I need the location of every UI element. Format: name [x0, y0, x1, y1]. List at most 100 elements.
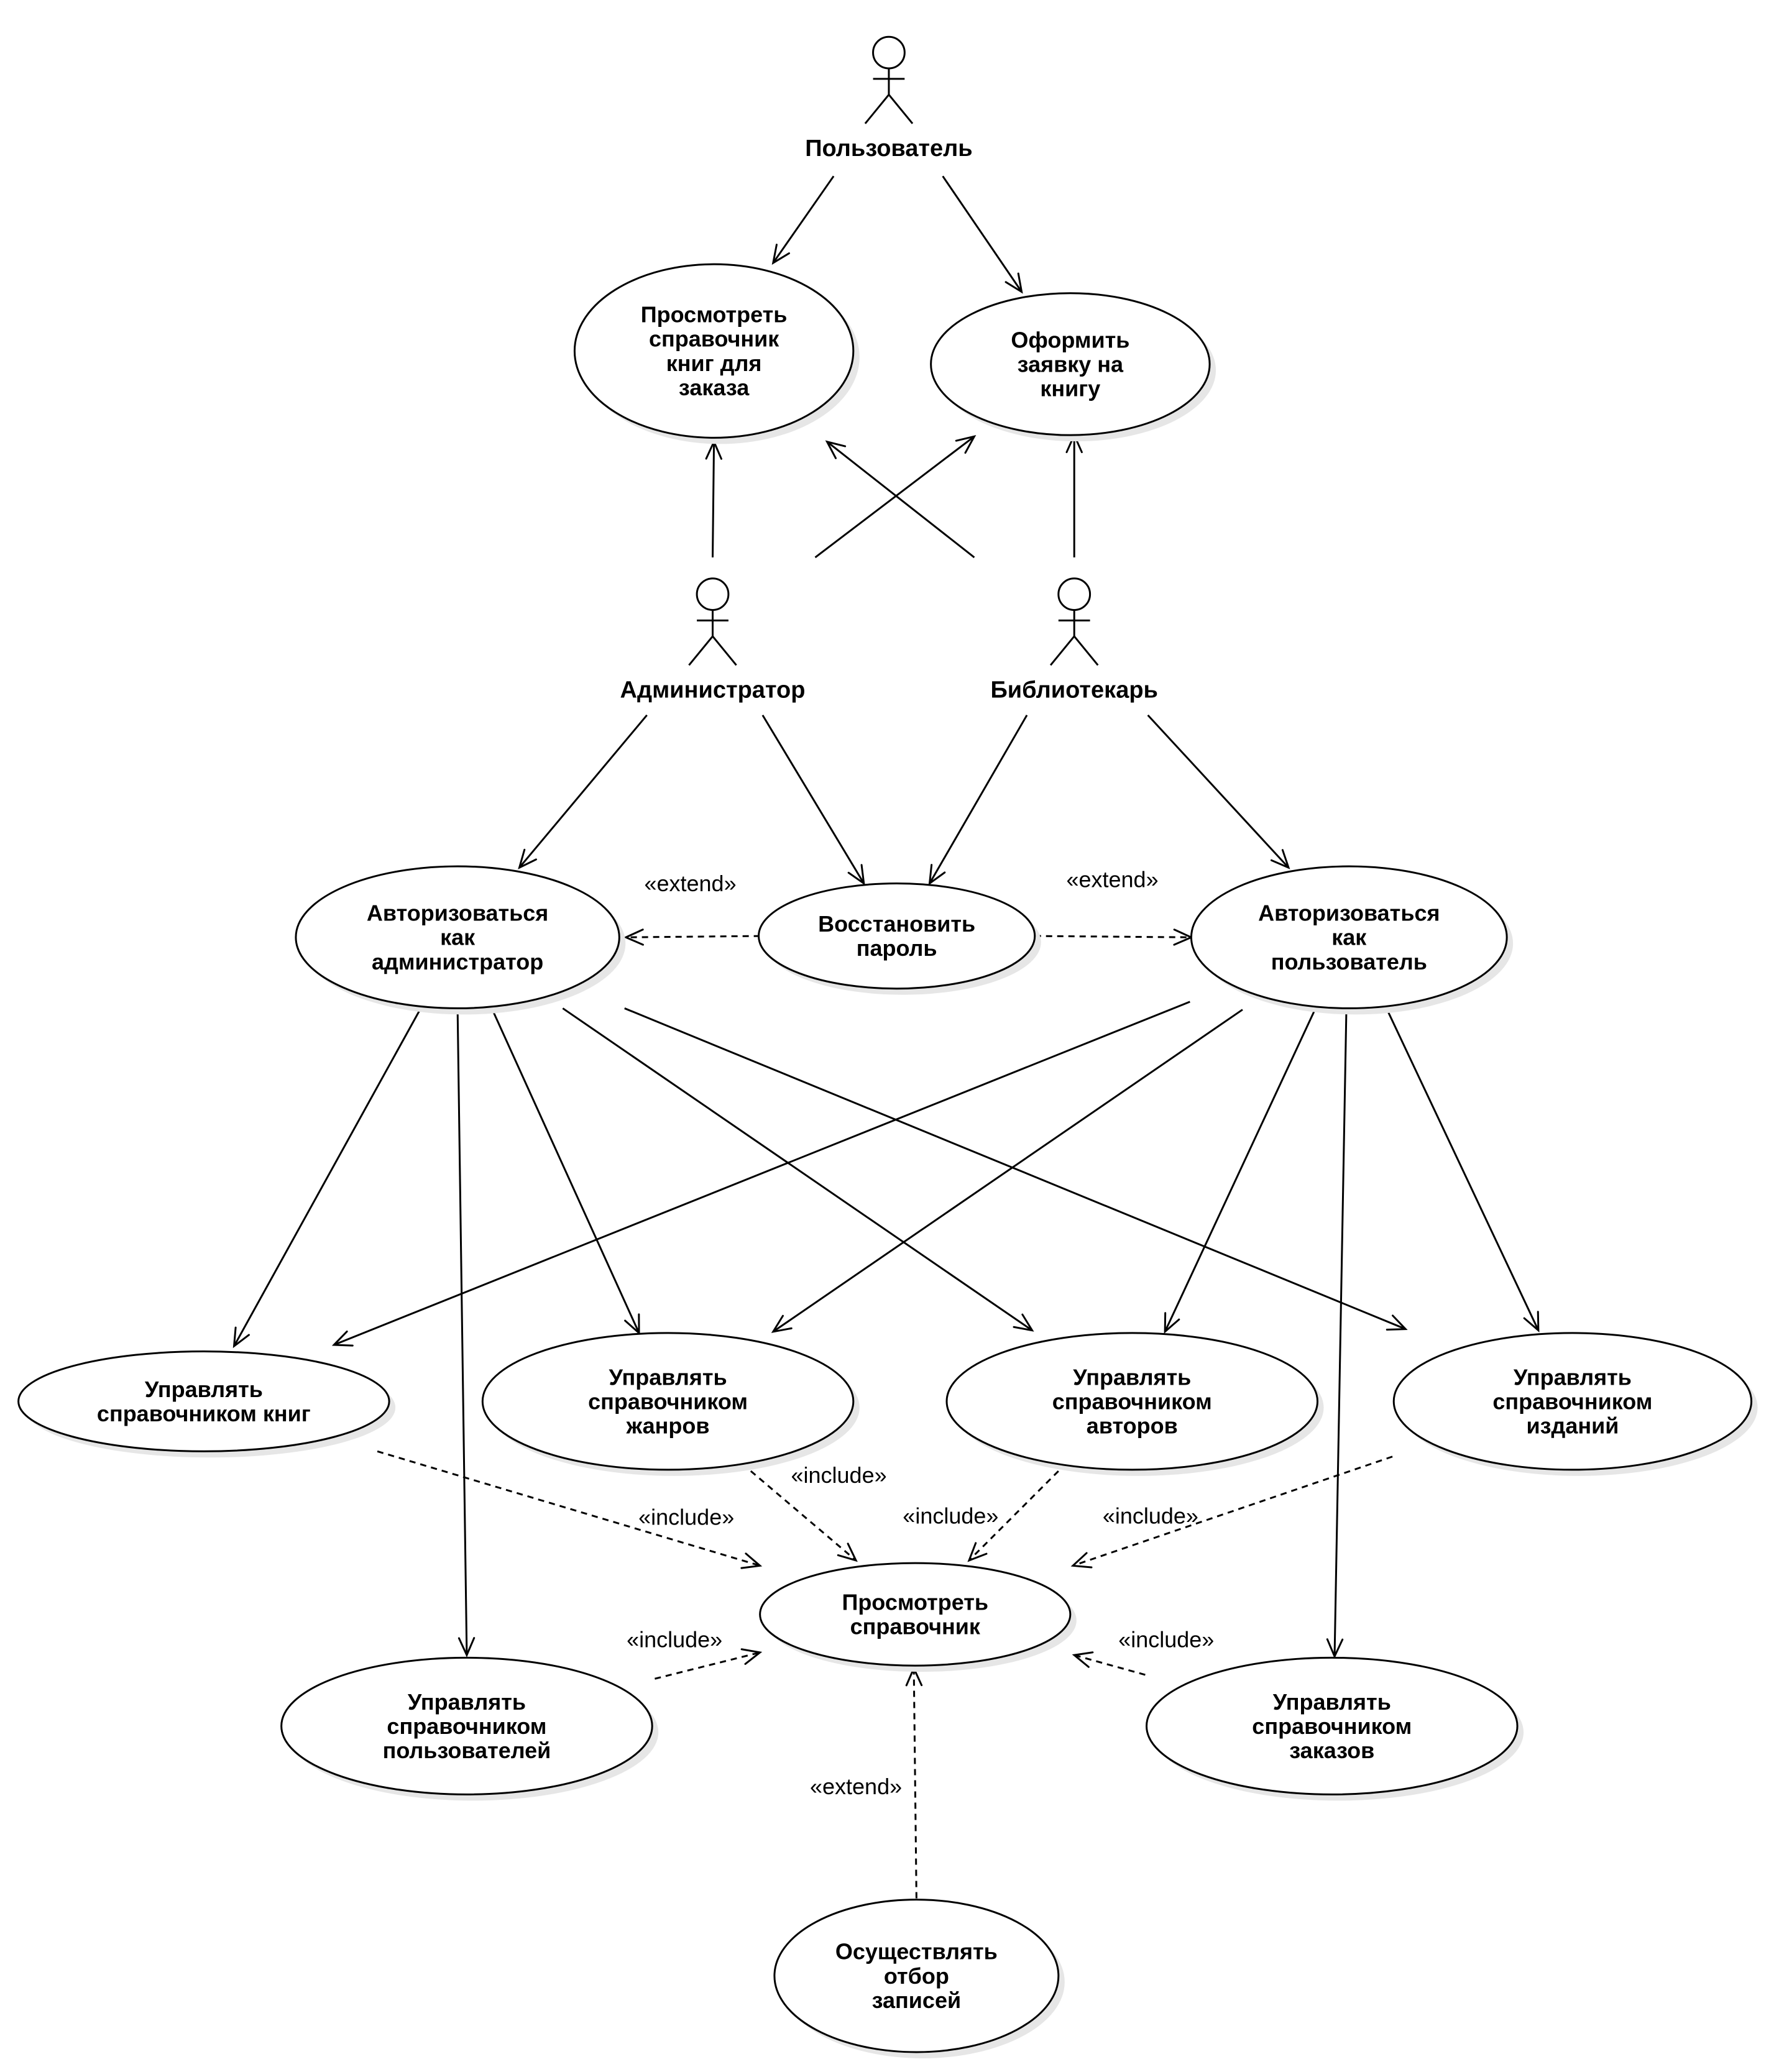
- association-line: [456, 1008, 468, 1656]
- use-case-label: Оформить: [1011, 327, 1129, 352]
- include-line: [1072, 1455, 1393, 1567]
- use-case-label: Управлять: [1273, 1689, 1391, 1715]
- arrowhead-icon: [1013, 1313, 1034, 1332]
- arrowhead-icon: [847, 864, 865, 886]
- stereotype-include-label: «include»: [627, 1626, 722, 1652]
- use-case-label: Просмотреть: [641, 302, 788, 328]
- use-case-label: справочник: [649, 326, 779, 352]
- use-case-label: как: [1331, 925, 1367, 950]
- association-line: [772, 175, 835, 264]
- use-case-label: Управлять: [1514, 1364, 1632, 1390]
- use-case-label: авторов: [1087, 1413, 1178, 1439]
- arrowhead-icon: [771, 1314, 793, 1333]
- use-case-label: справочником: [588, 1388, 748, 1414]
- use-case-ellipse: [759, 1562, 1072, 1667]
- association-line: [333, 1001, 1190, 1346]
- arrowhead-icon: [1523, 1311, 1540, 1333]
- include-line: [968, 1470, 1059, 1561]
- actor-name: Библиотекарь: [990, 677, 1157, 704]
- actor-admin: Администратор: [620, 577, 805, 704]
- use-case-ellipse: [1392, 1332, 1753, 1471]
- use-case-ellipse: [1146, 1656, 1519, 1795]
- relation-include-manage_editions-to-view_directory: [1070, 1455, 1393, 1569]
- use-case-label: пароль: [857, 935, 937, 961]
- arrowhead-icon: [1070, 1552, 1093, 1569]
- labels-layer: «extend» «extend» «include» «include» «inclu…: [627, 867, 1214, 1800]
- relation-association-auth_admin-to-manage_books: [232, 1007, 422, 1349]
- use-case-label: пользователей: [383, 1738, 551, 1763]
- association-line: [826, 441, 975, 559]
- arrowhead-icon: [1326, 1638, 1344, 1659]
- association-line: [1147, 714, 1290, 869]
- relation-association-librarian-to-restore_password: [928, 714, 1028, 886]
- use-case-label: записей: [872, 1987, 962, 2013]
- use-case-ellipse: [17, 1350, 390, 1452]
- use-case-label: администратор: [372, 949, 543, 974]
- arrowhead-icon: [955, 435, 977, 454]
- use-case-label: отбор: [884, 1963, 949, 1989]
- relation-association-auth_user-to-manage_editions: [1385, 1006, 1540, 1333]
- use-case-ellipse: [930, 292, 1211, 436]
- relation-include-manage_genres-to-view_directory: [750, 1470, 858, 1562]
- relation-association-auth_admin-to-manage_users: [456, 1008, 476, 1657]
- stereotype-include-label: «include»: [638, 1505, 734, 1530]
- use-case-label: Управлять: [1073, 1364, 1191, 1390]
- use-case-label: Управлять: [145, 1377, 263, 1402]
- use-case-label: изданий: [1526, 1413, 1619, 1439]
- arrowhead-icon: [1386, 1314, 1408, 1331]
- association-line: [490, 1007, 640, 1334]
- use-case-label: жанров: [626, 1413, 710, 1439]
- association-line: [1164, 1006, 1317, 1332]
- include-line: [750, 1470, 857, 1562]
- actor-user: Пользователь: [805, 35, 973, 162]
- use-case-label: пользователь: [1271, 949, 1427, 974]
- use-case-label: Авторизоваться: [367, 901, 548, 926]
- relation-association-user-to-view_books_order: [771, 175, 835, 265]
- association-line: [772, 1009, 1243, 1333]
- arrowhead-icon: [518, 848, 537, 869]
- use-case-label: справочником: [1052, 1388, 1212, 1414]
- include-line: [655, 1651, 761, 1680]
- arrowhead-icon: [232, 1326, 250, 1349]
- use-case-label: Осуществлять: [835, 1939, 998, 1964]
- relation-association-admin-to-restore_password: [761, 714, 865, 886]
- actor-librarian: Библиотекарь: [990, 577, 1158, 704]
- extend-line: [625, 935, 760, 938]
- stereotype-include-label: «include»: [791, 1462, 886, 1488]
- use-case-ellipse: [1190, 865, 1508, 1009]
- extend-line: [912, 1668, 917, 1899]
- arrowhead-icon: [1072, 1651, 1094, 1668]
- use-case-label: справочником книг: [97, 1401, 311, 1426]
- arrowhead-icon: [967, 1542, 988, 1562]
- use-case-ellipse: [758, 882, 1036, 990]
- association-line: [1333, 1007, 1348, 1657]
- stereotype-extend-label: «extend»: [1066, 867, 1158, 892]
- stereotype-extend-label: «extend»: [644, 871, 736, 896]
- use-case-label: Управлять: [408, 1689, 526, 1715]
- relation-include-manage_users-to-view_directory: [655, 1648, 763, 1680]
- stereotype-include-label: «include»: [1118, 1626, 1214, 1652]
- relation-association-auth_user-to-manage_genres: [771, 1009, 1243, 1333]
- use-case-label: заказа: [679, 375, 750, 400]
- use-case-label: справочник: [850, 1614, 981, 1639]
- actor-stick-figure-icon: [864, 35, 914, 124]
- use-case-ellipse: [773, 1899, 1060, 2053]
- relation-include-manage_books-to-view_directory: [377, 1450, 763, 1569]
- association-line: [942, 175, 1023, 293]
- relation-association-auth_user-to-manage_books: [331, 1001, 1190, 1347]
- use-case-label: Управлять: [609, 1364, 727, 1390]
- relation-association-admin-to-auth_admin: [518, 714, 648, 869]
- use-case-label: книгу: [1040, 376, 1100, 401]
- extend-line: [1034, 935, 1192, 938]
- use-case-ellipse: [945, 1332, 1319, 1471]
- stereotype-include-label: «include»: [903, 1503, 998, 1528]
